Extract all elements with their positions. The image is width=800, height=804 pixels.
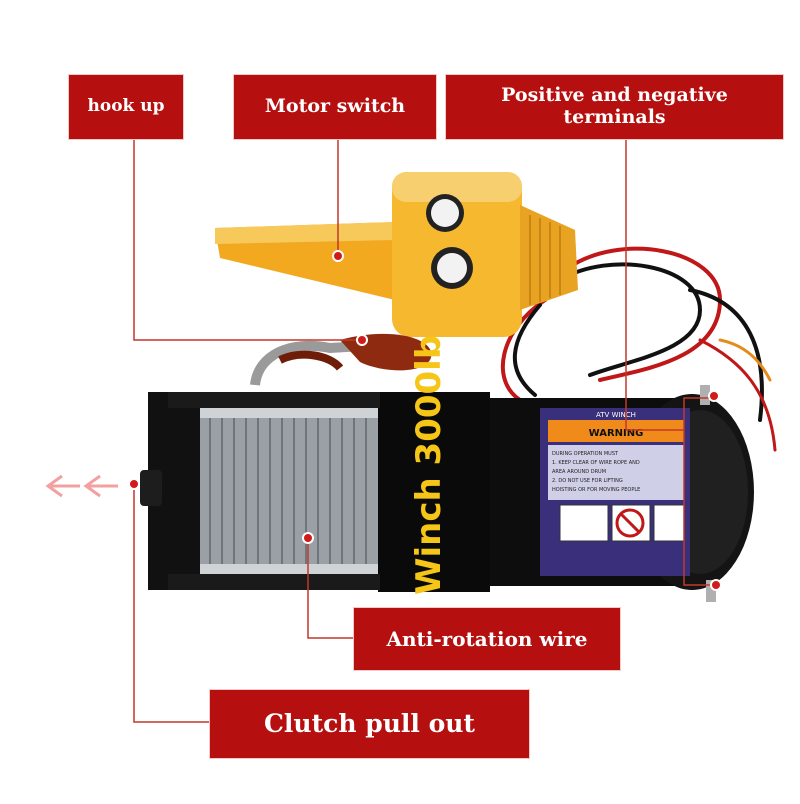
clutch-label: Clutch pull out (212, 692, 527, 756)
motor-switch-text: Motor switch (264, 95, 406, 118)
warning-line: 2. DO NOT USE FOR LIFTING (552, 478, 623, 484)
winch-body: WARNING ATV WINCH DURING OPERATION MUST … (140, 335, 754, 602)
hook-up-label: hook up (71, 77, 181, 137)
drum-label: Winch 3000lb (409, 335, 449, 595)
hook (250, 333, 432, 386)
power-cables (500, 246, 777, 452)
warning-line: HOISTING OR FOR MOVING PEOPLE (552, 487, 640, 493)
terminals-text-line1: Positive and negative (501, 84, 728, 107)
terminals-text-line2: terminals (563, 106, 666, 128)
hook-up-text: hook up (87, 96, 165, 117)
anti-rotation-text: Anti-rotation wire (386, 626, 588, 651)
terminals-label: Positive and negative terminals (448, 77, 781, 137)
label-header: ATV WINCH (596, 411, 636, 419)
warning-line: DURING OPERATION MUST (552, 451, 619, 457)
warning-line: 1. KEEP CLEAR OF WIRE ROPE AND (552, 460, 640, 466)
warning-title: WARNING (589, 428, 644, 439)
remote-control (215, 172, 578, 337)
leader-dots (128, 250, 722, 591)
leader-lines (133, 137, 714, 723)
clutch-text: Clutch pull out (264, 708, 475, 738)
anti-rotation-label: Anti-rotation wire (356, 610, 618, 668)
motor-switch-label: Motor switch (236, 77, 434, 137)
warning-line: AREA AROUND DRUM (552, 469, 606, 475)
pull-arrow-icon (45, 474, 118, 498)
